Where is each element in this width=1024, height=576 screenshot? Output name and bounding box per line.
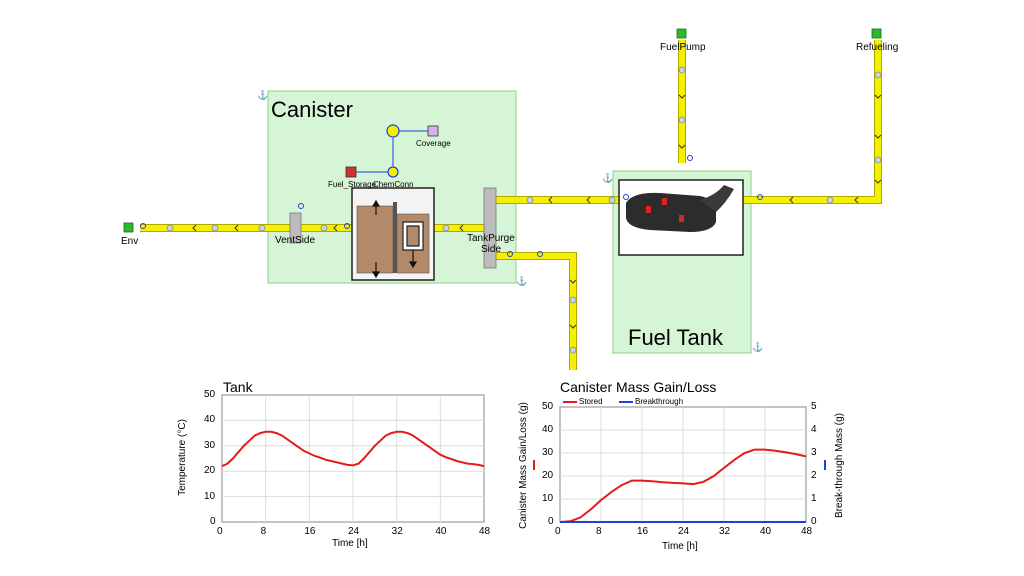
x-tick-label: 40: [435, 526, 447, 537]
sensor-icon: [140, 155, 763, 257]
tank-plot: [221, 394, 485, 523]
canister-divider: [393, 202, 397, 273]
legend-stored-label: Stored: [579, 397, 603, 406]
carbon-bed: [356, 205, 394, 274]
y2-tick-label: 5: [811, 401, 817, 412]
y-tick-label: 30: [542, 447, 554, 458]
x-tick-label: 24: [348, 526, 360, 537]
y-tick-label: 50: [204, 389, 216, 400]
y2-tick-label: 3: [811, 447, 817, 458]
x-tick-label: 32: [719, 526, 731, 537]
ventside-label: VentSide: [275, 235, 316, 246]
canister-title: Canister: [271, 97, 353, 122]
fuelpump-label: FuelPump: [660, 42, 706, 53]
fuelpump-boundary[interactable]: [676, 28, 687, 39]
y-tick-label: 10: [204, 490, 216, 502]
fuel-storage-block[interactable]: [345, 166, 357, 178]
tank-plot-grid: [222, 395, 484, 522]
canister-plot-title: Canister Mass Gain/Loss: [560, 379, 717, 395]
x-tick-label: 24: [678, 526, 690, 537]
anchor-icon: ⚓: [602, 172, 613, 183]
y2-tick-label: 0: [811, 516, 817, 527]
stored-series-line: [559, 448, 807, 523]
x-tick-label: 8: [596, 526, 602, 537]
x-tick-label: 32: [391, 526, 403, 537]
y-tick-label: 10: [542, 493, 554, 504]
y-tick-label: 50: [542, 401, 554, 412]
env-label: Env: [121, 236, 139, 247]
coverage-block[interactable]: [427, 125, 439, 137]
y2-tick-label: 1: [811, 493, 817, 504]
tankpurge-connector[interactable]: [483, 187, 497, 269]
x-tick-label: 48: [801, 526, 813, 537]
fueltank-title: Fuel Tank: [628, 325, 723, 350]
canister-valve: [402, 221, 424, 251]
legend-breakthrough-label: Breakthrough: [635, 397, 684, 406]
y-tick-label: 40: [204, 414, 216, 426]
tank-plot-ylabel: Temperature (°C): [176, 419, 188, 496]
fuel-storage-label: Fuel_Storage: [328, 180, 377, 189]
chemconn-gauge[interactable]: [387, 166, 399, 178]
refueling-label: Refueling: [856, 42, 899, 53]
fuel-tank-image: [626, 185, 734, 232]
x-tick-label: 16: [637, 526, 649, 537]
x-tick-label: 0: [217, 526, 223, 537]
canister-plot-xlabel: Time [h]: [662, 541, 698, 552]
canister-arrows: [371, 199, 418, 279]
chemconn-gauge[interactable]: [386, 124, 400, 138]
y-tick-label: 0: [548, 516, 554, 527]
y-tick-label: 20: [204, 465, 216, 477]
x-tick-label: 48: [479, 526, 491, 537]
canister-plot-ylabel: Canister Mass Gain/Loss (g): [517, 402, 529, 529]
chemconn-label: ChemConn: [373, 180, 414, 189]
x-tick-label: 0: [555, 526, 561, 537]
y-tick-label: 30: [204, 439, 216, 451]
canister-mass-plot: [533, 401, 826, 523]
y-tick-label: 0: [210, 516, 216, 527]
env-boundary[interactable]: [123, 222, 134, 233]
anchor-icon: ⚓: [257, 89, 268, 100]
y2-tick-label: 4: [811, 424, 817, 435]
y-tick-label: 40: [542, 424, 554, 435]
tankpurge-label: TankPurge: [467, 233, 515, 244]
y2-tick-label: 2: [811, 470, 817, 481]
anchor-icon: ⚓: [752, 341, 763, 352]
tank-temperature-line: [221, 430, 485, 468]
anchor-icon: ⚓: [516, 275, 527, 286]
x-tick-label: 16: [304, 526, 316, 537]
canister-plot-y2label: Break-through Mass (g): [834, 412, 846, 519]
ventside-connector[interactable]: [289, 212, 302, 244]
x-tick-label: 8: [260, 526, 267, 537]
pipe-nodes: [166, 66, 882, 354]
refueling-boundary[interactable]: [871, 28, 882, 39]
flow-arrows: [192, 94, 882, 329]
y-tick-label: 20: [542, 470, 554, 481]
tank-plot-xlabel: Time [h]: [332, 538, 368, 549]
coverage-label: Coverage: [416, 139, 451, 148]
tank-plot-title: Tank: [223, 379, 253, 395]
x-tick-label: 40: [760, 526, 772, 537]
side-label: Side: [481, 244, 502, 255]
